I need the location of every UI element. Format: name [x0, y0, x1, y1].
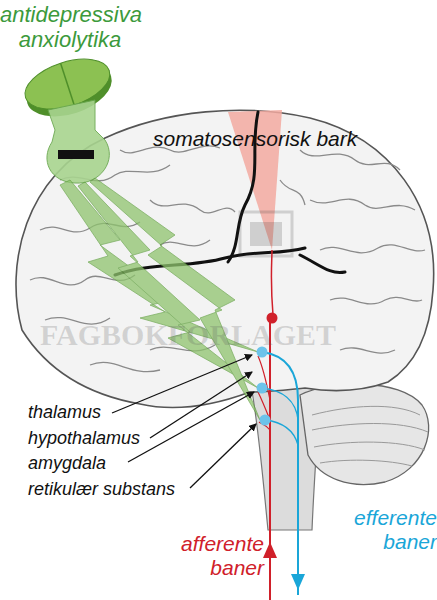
pathway-label: efferente baner — [332, 506, 437, 554]
inhibition-sign — [58, 150, 94, 159]
hypothalamus-dot — [257, 383, 268, 394]
structure-label: thalamus — [28, 402, 228, 423]
cerebrum — [16, 110, 434, 407]
afferent-arrowhead — [263, 542, 277, 558]
watermark: FAGBOKFORLAGET — [40, 318, 420, 353]
structure-label: amygdala — [28, 453, 228, 474]
leader-lines — [112, 355, 256, 488]
cerebellum — [300, 384, 429, 484]
drug-label: antidepressiva anxiolytika — [0, 2, 140, 53]
amygdala-dot — [260, 415, 271, 426]
structure-label: retikulær substans — [28, 479, 248, 500]
cerebellum-folia — [312, 406, 428, 466]
watermark-logo — [240, 212, 292, 256]
structure-label: hypothalamus — [28, 428, 228, 449]
pathway-label: afferente baner — [160, 532, 264, 580]
lightning-bolts — [60, 178, 260, 420]
drug-funnel — [47, 100, 109, 183]
efferent-arrowhead — [291, 574, 305, 590]
cortex-label: somatosensorisk bark — [153, 127, 437, 151]
